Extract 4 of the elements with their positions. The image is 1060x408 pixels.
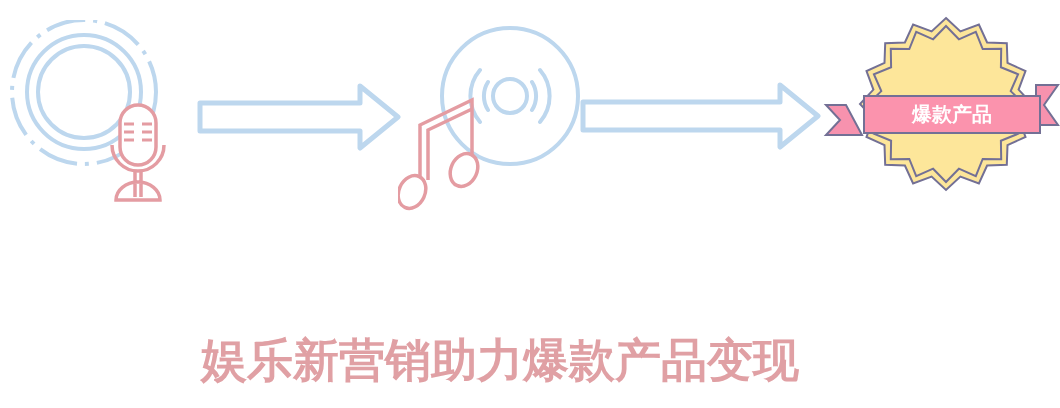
block-arrow [580,82,821,150]
block-arrow [197,83,401,151]
title: 娱乐新营销助力爆款产品变现 [199,332,800,389]
badge-label: 爆款产品 [912,100,992,128]
